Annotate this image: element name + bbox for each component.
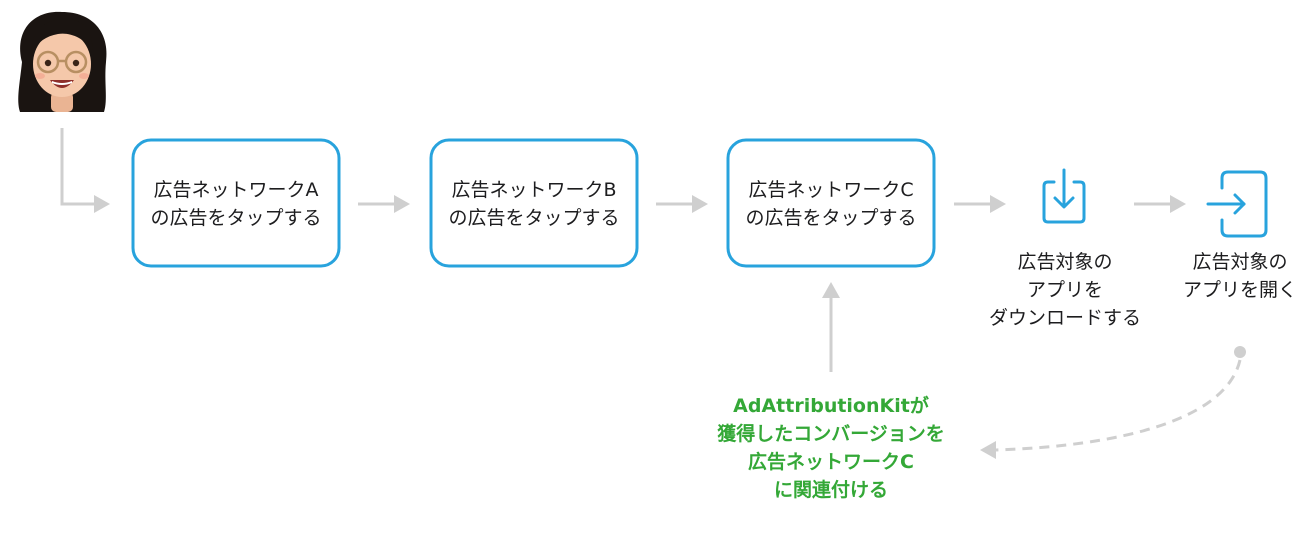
open-app-icon	[1206, 170, 1268, 238]
step-open-app-line2: アプリを開く	[1183, 279, 1297, 301]
step-download-app-line1: 広告対象の	[1017, 251, 1112, 273]
step-tap-network-b: 広告ネットワークB の広告をタップする	[429, 138, 639, 268]
step-tap-network-c-line1: 広告ネットワークC	[748, 179, 913, 201]
attribution-return-path	[980, 346, 1246, 459]
arrow-a-to-b	[358, 195, 410, 213]
download-icon	[1042, 168, 1086, 224]
step-open-app-line1: 広告対象の	[1192, 251, 1287, 273]
arrow-download-to-open	[1134, 195, 1186, 213]
step-open-app: 広告対象の アプリを開く	[1183, 170, 1297, 301]
attribution-note-line2: 獲得したコンバージョンを	[717, 422, 945, 445]
attribution-note-line4: に関連付ける	[774, 478, 888, 501]
memoji-avatar-icon	[18, 11, 107, 112]
avatar-connector-arrowhead	[94, 195, 110, 213]
attribution-note: AdAttributionKitが 獲得したコンバージョンを 広告ネットワークC…	[717, 394, 945, 501]
arrow-b-to-c	[656, 195, 708, 213]
step-download-app-line2: アプリを	[1027, 279, 1103, 301]
avatar-connector	[60, 128, 94, 206]
step-tap-network-a-line2: の広告をタップする	[150, 207, 321, 229]
step-tap-network-a: 広告ネットワークA の広告をタップする	[131, 138, 341, 268]
step-download-app-line3: ダウンロードする	[989, 307, 1141, 329]
arrow-c-to-download	[954, 195, 1006, 213]
step-tap-network-b-line1: 広告ネットワークB	[451, 179, 616, 201]
attribution-note-line3: 広告ネットワークC	[748, 450, 914, 473]
step-tap-network-c: 広告ネットワークC の広告をタップする	[726, 138, 936, 268]
step-tap-network-a-line1: 広告ネットワークA	[154, 179, 319, 201]
step-download-app: 広告対象の アプリを ダウンロードする	[989, 168, 1141, 329]
step-tap-network-c-line2: の広告をタップする	[745, 207, 916, 229]
attribution-note-line1: AdAttributionKitが	[733, 394, 929, 417]
step-tap-network-b-line2: の広告をタップする	[448, 207, 619, 229]
attribution-arrow-to-network-c	[822, 282, 840, 372]
